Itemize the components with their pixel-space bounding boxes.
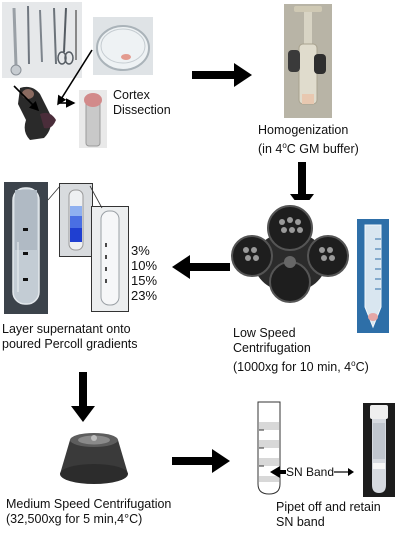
arrow-down-1: [290, 162, 314, 210]
conical-tube-photo: [357, 219, 389, 333]
gradient-levels: 3% 10% 15% 23%: [131, 243, 157, 303]
dissection-tools-photo: [2, 2, 82, 78]
blue-gradient-photo: [59, 183, 93, 257]
sn-band-pointer: [270, 466, 286, 478]
gradient-level-3: 3%: [131, 243, 150, 258]
percoll-layer-label: Layer supernatant onto poured Percoll gr…: [2, 322, 138, 351]
zoom-connector-lines: [47, 185, 103, 209]
medium-speed-centrifuge-photo: [44, 428, 144, 490]
sn-band-tube-diagram: [257, 401, 281, 495]
gradient-level-23: 23%: [131, 288, 158, 303]
arrow-right-1: [192, 63, 252, 87]
medium-speed-centrifugation-label: Medium Speed Centrifugation (32,500xg fo…: [6, 497, 172, 526]
homogenization-label: Homogenization (in 4oC GM buffer): [258, 123, 359, 157]
sn-band-label: SN Band: [286, 465, 335, 479]
percoll-tube-photo: [4, 182, 48, 314]
arrow-right-2: [172, 449, 230, 473]
pipet-retain-label: Pipet off and retain SN band: [276, 500, 381, 529]
gradient-level-10: 10%: [131, 258, 158, 273]
cortex-tube-photo: [79, 90, 107, 148]
sn-band-tube-photo: [363, 403, 395, 497]
gradient-level-15: 15%: [131, 273, 158, 288]
cortex-dissection-label: Cortex Dissection: [113, 88, 171, 117]
swing-bucket-rotor-photo: [230, 200, 350, 304]
low-speed-centrifugation-label: Low Speed Centrifugation (1000xg for 10 …: [233, 326, 369, 375]
connector-arrows: [13, 49, 93, 112]
gradient-tube-photo: [91, 206, 129, 312]
arrow-left-1: [172, 255, 230, 279]
sn-band-arrow-right: [334, 468, 354, 476]
petri-dish-photo: [93, 17, 153, 75]
arrow-down-2: [71, 372, 95, 422]
homogenizer-photo: [284, 4, 332, 118]
